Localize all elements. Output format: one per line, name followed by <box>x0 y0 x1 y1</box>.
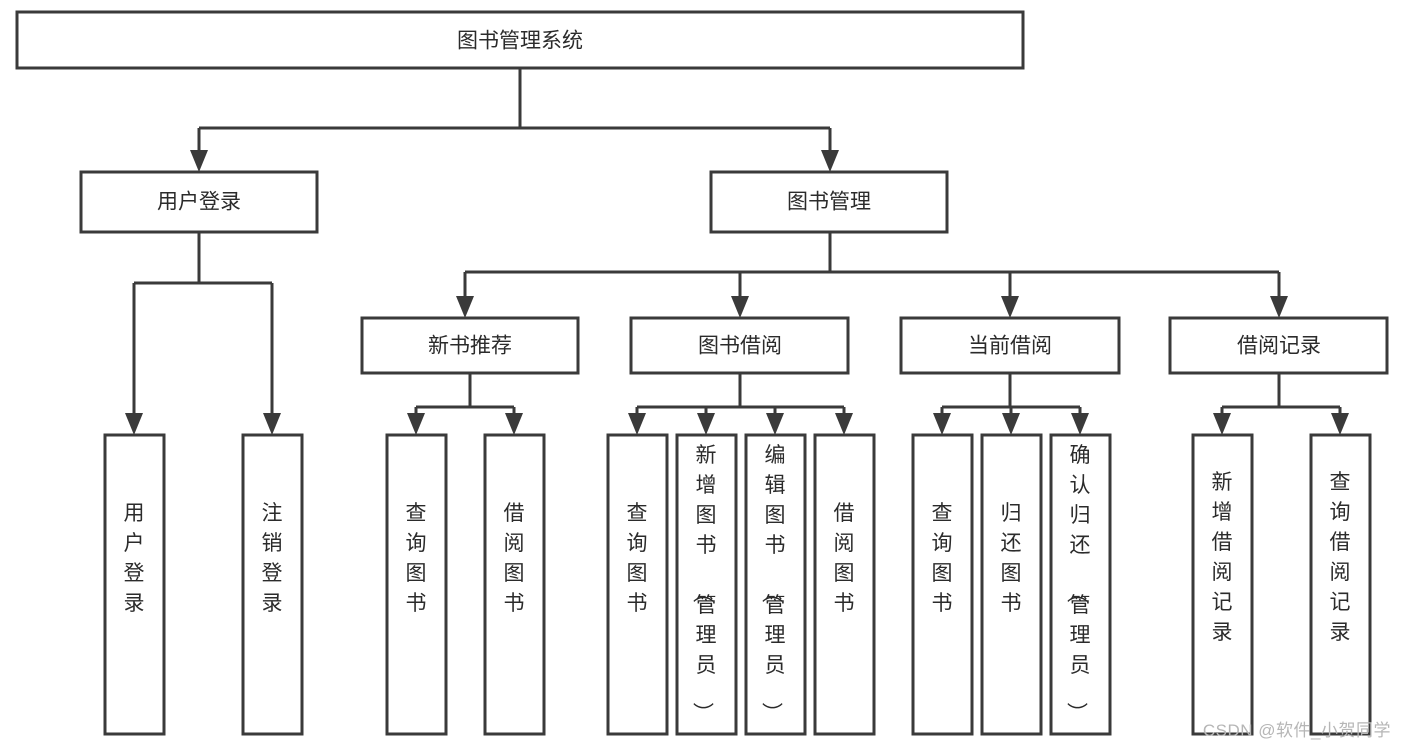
connector-group-borrow-record-to-leaves <box>1213 373 1349 435</box>
node-book-management-label: 图书管理 <box>787 191 871 214</box>
leaf-label: 注销登录 <box>262 502 283 615</box>
node-current-borrow-label: 当前借阅 <box>968 335 1052 358</box>
node-root-box <box>15 10 1025 70</box>
connector-group-current-borrow-to-leaves <box>933 373 1089 435</box>
arrowhead-borrow-record <box>1270 296 1288 318</box>
arrowhead-cb-leaf-1 <box>933 413 951 435</box>
node-new-book-recommend-label: 新书推荐 <box>428 335 512 358</box>
leaf-label: 用户登录 <box>124 502 145 615</box>
node-book-management-box <box>709 170 949 234</box>
leaf-current-borrow-confirm[interactable]: 确认归还（管理员） <box>1049 433 1112 736</box>
leaf-box <box>675 433 738 736</box>
leaf-box <box>813 433 876 736</box>
leaf-label: 确认归还（管理员） <box>1065 444 1091 723</box>
leaf-label: 查询借阅记录 <box>1330 471 1351 644</box>
connector-group-book-manage-to-level3 <box>456 232 1288 318</box>
node-borrow-record-box <box>1168 316 1389 375</box>
leaf-box <box>385 433 448 736</box>
leaf-user-login-login[interactable]: 用户登录 <box>103 433 166 736</box>
node-book-borrow[interactable]: 图书借阅 <box>629 316 850 375</box>
node-book-borrow-box <box>629 316 850 375</box>
leaf-label: 新增图书（管理员） <box>691 444 717 723</box>
node-root-book-management-system[interactable]: 图书管理系统 <box>15 10 1025 70</box>
leaf-label: 借阅图书 <box>504 502 525 615</box>
arrowhead-nb-leaf-2 <box>505 413 523 435</box>
arrowhead-nb-leaf-1 <box>407 413 425 435</box>
leaf-box <box>980 433 1043 736</box>
leaf-box <box>606 433 669 736</box>
arrowhead-bb-leaf-2 <box>697 413 715 435</box>
node-new-book-recommend[interactable]: 新书推荐 <box>360 316 580 375</box>
node-borrow-record-label: 借阅记录 <box>1237 335 1321 358</box>
connector-group-user-login-to-leaves <box>125 232 281 435</box>
leaf-box <box>1049 433 1112 736</box>
leaf-label: 借阅图书 <box>834 502 855 615</box>
leaf-book-borrow-add[interactable]: 新增图书（管理员） <box>675 433 738 736</box>
leaf-box <box>1309 433 1372 736</box>
leaf-user-login-logout[interactable]: 注销登录 <box>241 433 304 736</box>
leaf-book-borrow-edit[interactable]: 编辑图书（管理员） <box>744 433 807 736</box>
arrowhead-br-leaf-1 <box>1213 413 1231 435</box>
arrowhead-new-book-recommend <box>456 296 474 318</box>
connector-group-root-to-level2 <box>190 68 839 172</box>
connector-group-book-borrow-to-leaves <box>628 373 853 435</box>
leaf-label: 归还图书 <box>1001 502 1022 615</box>
arrowhead-current-borrow <box>1001 296 1019 318</box>
arrowhead-leaf-user-login <box>125 413 143 435</box>
node-current-borrow-box <box>899 316 1121 375</box>
node-user-login-label: 用户登录 <box>157 191 241 214</box>
leaf-box <box>241 433 304 736</box>
arrowhead-cb-leaf-3 <box>1071 413 1089 435</box>
arrowhead-bb-leaf-1 <box>628 413 646 435</box>
arrowhead-cb-leaf-2 <box>1002 413 1020 435</box>
leaf-book-borrow-borrow[interactable]: 借阅图书 <box>813 433 876 736</box>
node-book-borrow-label: 图书借阅 <box>698 335 782 358</box>
node-borrow-record[interactable]: 借阅记录 <box>1168 316 1389 375</box>
arrowhead-book-manage <box>821 150 839 172</box>
leaf-box <box>744 433 807 736</box>
leaf-box <box>483 433 546 736</box>
arrowhead-leaf-logout <box>263 413 281 435</box>
leaf-label: 编辑图书（管理员） <box>760 444 786 723</box>
leaf-label: 新增借阅记录 <box>1212 471 1233 644</box>
node-book-management[interactable]: 图书管理 <box>709 170 949 234</box>
leaf-borrow-record-query[interactable]: 查询借阅记录 <box>1309 433 1372 736</box>
leaf-book-borrow-query[interactable]: 查询图书 <box>606 433 669 736</box>
arrowhead-bb-leaf-3 <box>766 413 784 435</box>
leaf-current-borrow-query[interactable]: 查询图书 <box>911 433 974 736</box>
node-root-label: 图书管理系统 <box>457 30 583 53</box>
arrowhead-book-borrow <box>731 296 749 318</box>
node-user-login[interactable]: 用户登录 <box>79 170 319 234</box>
node-user-login-box <box>79 170 319 234</box>
connector-group-new-book-to-leaves <box>407 373 523 435</box>
leaf-box <box>1191 433 1254 736</box>
leaf-borrow-record-add[interactable]: 新增借阅记录 <box>1191 433 1254 736</box>
leaf-new-book-borrow[interactable]: 借阅图书 <box>483 433 546 736</box>
leaf-label: 查询图书 <box>932 502 953 615</box>
leaf-box <box>103 433 166 736</box>
arrowhead-user-login <box>190 150 208 172</box>
leaf-label: 查询图书 <box>406 502 427 615</box>
leaf-label: 查询图书 <box>627 502 648 615</box>
node-new-book-recommend-box <box>360 316 580 375</box>
arrowhead-bb-leaf-4 <box>835 413 853 435</box>
leaf-current-borrow-return[interactable]: 归还图书 <box>980 433 1043 736</box>
leaf-box <box>911 433 974 736</box>
node-current-borrow[interactable]: 当前借阅 <box>899 316 1121 375</box>
arrowhead-br-leaf-2 <box>1331 413 1349 435</box>
leaf-new-book-query[interactable]: 查询图书 <box>385 433 448 736</box>
